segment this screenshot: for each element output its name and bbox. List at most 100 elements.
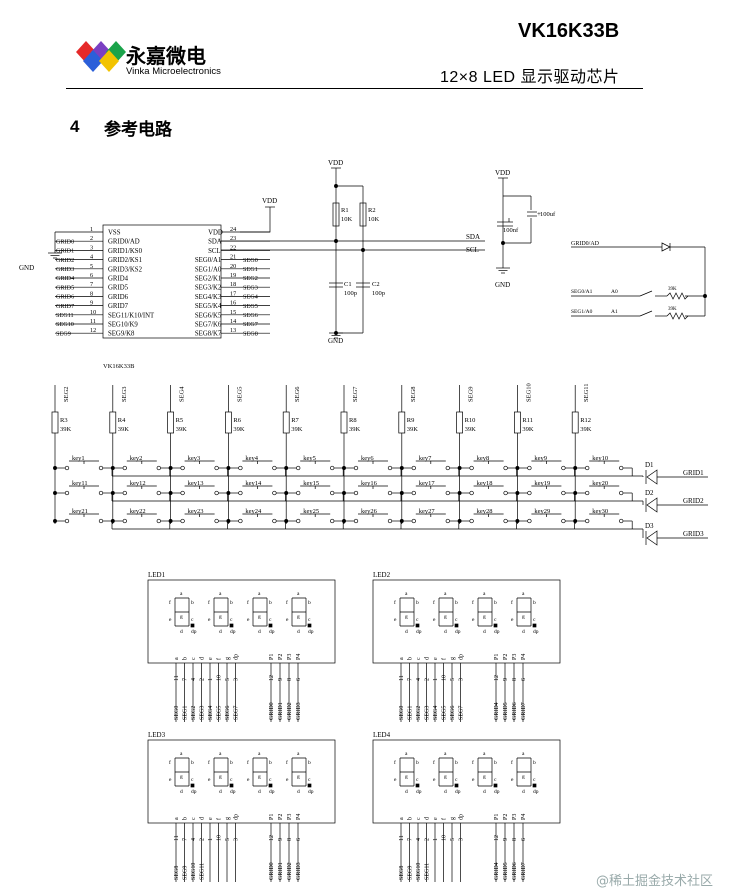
switch-contact [585, 490, 590, 496]
pin-number-label: 9 [503, 838, 509, 841]
switch-contact [353, 490, 359, 496]
switch-contact [238, 490, 243, 496]
ic-pin-number: 6 [90, 272, 93, 279]
ic-pin-name: SEG2/K1 [195, 276, 221, 283]
ic-pin-name: SEG4/K3 [195, 294, 222, 301]
switch-contact [561, 490, 566, 496]
seg-letter: e [472, 617, 475, 623]
switch-contact [469, 518, 474, 524]
pin-number-label: 2 [200, 678, 206, 681]
pin-number-label: 1 [433, 838, 439, 841]
pin-function-label: P1 [494, 814, 500, 820]
pin-function-label: P1 [269, 654, 275, 660]
seg-letter: g [219, 614, 222, 620]
pin-number-label: 2 [425, 678, 431, 681]
junction-dot [501, 241, 505, 245]
led-grid-net: GRID7 [521, 862, 527, 880]
seg-letter: e [208, 777, 211, 783]
seg-letter: d [297, 629, 300, 635]
seg-letter: e [247, 617, 250, 623]
pin-function-label: P3 [287, 654, 293, 660]
logo-diamond [99, 50, 119, 72]
seg-letter: a [258, 591, 261, 597]
r2-value: 10K [368, 216, 380, 223]
seg-letter: b [269, 760, 272, 766]
seven-seg-digit [252, 757, 268, 787]
pin-function-label: dp [234, 654, 240, 660]
pin-number-label: 12 [494, 835, 500, 841]
ic-pin-number: 24 [230, 226, 236, 233]
ic-pin-name: SEG9/K8 [108, 331, 135, 338]
key-label: key18 [477, 480, 493, 487]
seven-seg-digit [438, 757, 454, 787]
seg-letter: dp [416, 789, 422, 795]
key-label: key28 [477, 508, 493, 515]
led-seg-net: SEG9 [408, 866, 414, 880]
seg-letter: e [394, 617, 397, 623]
seg-letter: a [297, 751, 300, 757]
seven-seg-digit [291, 757, 307, 787]
ic-net-label: SEG10 [56, 321, 74, 328]
key-label: key5 [303, 455, 316, 462]
seg-letter: f [472, 599, 474, 606]
pin-function-label: g [225, 657, 231, 660]
seg-letter: g [180, 774, 183, 780]
seg-letter: g [258, 614, 261, 620]
led-module [147, 579, 336, 664]
seg-letter: dp [308, 789, 314, 795]
seg-letter: b [191, 600, 194, 606]
pin-function-label: b [408, 817, 414, 820]
seg-letter: a [483, 751, 486, 757]
switch-contact [411, 518, 416, 524]
ic-pin-name: GRID6 [108, 294, 129, 301]
junction-dot [334, 184, 338, 188]
led-seg-net: SEG11 [425, 863, 431, 880]
addr-r-label: 39K [668, 287, 677, 292]
key-label: key23 [188, 508, 204, 515]
seg-letter: a [522, 591, 525, 597]
ic-pin-number: 2 [90, 235, 93, 242]
led-seg-net: SEG10 [416, 863, 422, 880]
ic-pin-number: 9 [90, 300, 93, 307]
gnd-label: GND [328, 337, 343, 345]
pin-number-label: 2 [425, 838, 431, 841]
switch-contact [214, 518, 219, 524]
key-label: key17 [419, 480, 436, 487]
led-module [372, 739, 561, 824]
pin-number-label: 10 [217, 675, 223, 681]
seg-letter: b [230, 600, 233, 606]
seg-letter: c [230, 617, 233, 623]
pin-function-label: b [183, 657, 189, 660]
diode-icon [646, 530, 658, 546]
decimal-point [493, 623, 498, 628]
seg-letter: d [297, 789, 300, 795]
ic-pin-name: GRID0/AD [108, 239, 140, 246]
led-module [147, 739, 336, 824]
key-label: key7 [419, 455, 432, 462]
vinka-logo-icon [76, 41, 126, 72]
pin-function-label: g [450, 817, 456, 820]
key-label: key15 [303, 480, 319, 487]
seg-letter: c [191, 617, 194, 623]
seg-letter: b [494, 760, 497, 766]
pin-number-label: 7 [408, 678, 414, 681]
pin-function-label: P2 [278, 814, 284, 820]
seg-letter: d [180, 629, 183, 635]
pin-number-label: 11 [174, 835, 180, 841]
key-label: key9 [534, 455, 547, 462]
header-rule [66, 88, 643, 89]
seg-letter: f [247, 759, 249, 766]
ic-pin-number: 15 [230, 309, 236, 316]
grid-label: GRID3 [683, 530, 704, 538]
key-resistor-value: 39K [580, 426, 592, 433]
switch-contact [296, 518, 301, 524]
seg-letter: b [455, 760, 458, 766]
seg-letter: e [208, 617, 211, 623]
seg-letter: g [522, 614, 525, 620]
seven-seg-digit [516, 597, 532, 627]
switch-contact [561, 465, 566, 471]
pin-function-label: c [416, 817, 422, 820]
key-seg-label: SEG6 [294, 386, 301, 402]
seg-letter: b [308, 760, 311, 766]
pin-number-label: 8 [287, 678, 293, 681]
